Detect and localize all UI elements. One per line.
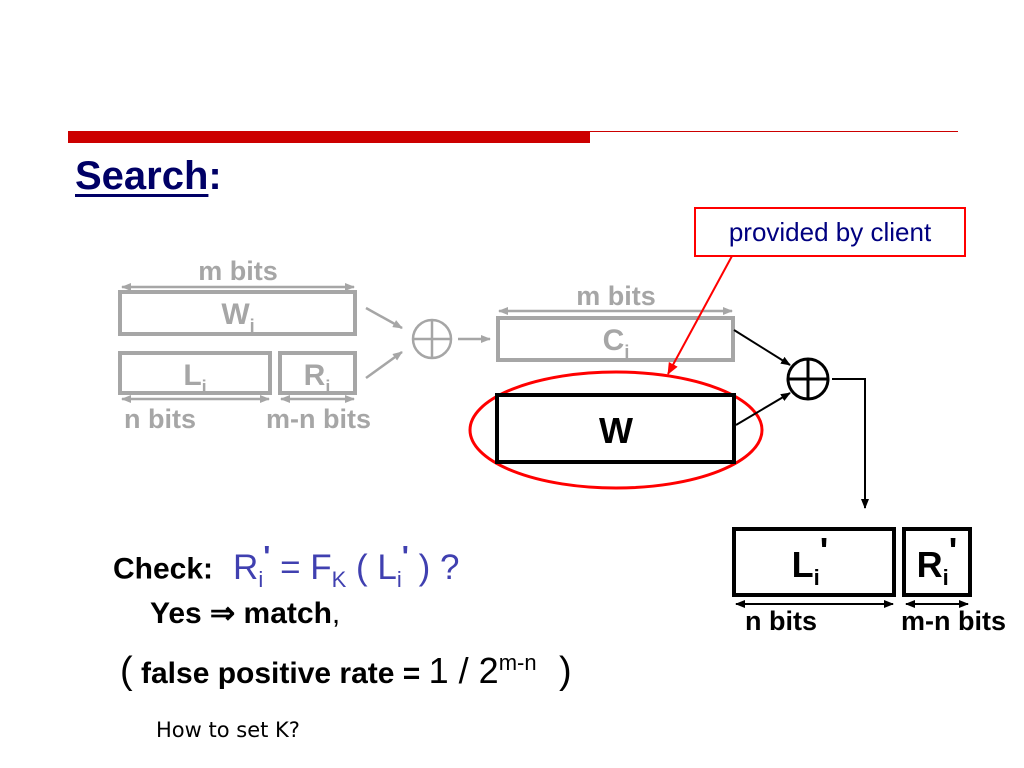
check-line: Check: Ri' = FK ( Li' ) ? <box>113 540 460 593</box>
callout-label: provided by client <box>729 217 932 247</box>
r-i-label: Ri <box>304 359 331 397</box>
fp-open-paren: ( <box>120 650 133 692</box>
yes-comma: , <box>331 597 341 630</box>
title-colon: : <box>208 154 222 198</box>
left-mn-bits-label: m-n bits <box>266 404 371 434</box>
w-label: W <box>599 410 633 451</box>
fp-text: false positive rate = <box>141 657 429 690</box>
callout-arrow <box>667 255 733 375</box>
fp-close-paren: ) <box>558 650 572 692</box>
title-rule-thin <box>590 131 958 132</box>
arrow-xor-to-output <box>832 378 869 509</box>
l-i-prime-box <box>732 527 896 597</box>
check-label: Check: <box>113 552 214 586</box>
output-mn-bits-label: m-n bits <box>901 606 1006 636</box>
w-highlight-ellipse <box>468 370 764 490</box>
xor-icon-left <box>411 318 453 360</box>
arrow-c-to-xor <box>733 329 791 366</box>
callout-box <box>694 207 966 257</box>
l-i-box <box>118 351 272 395</box>
xor-icon-right <box>786 357 830 401</box>
output-n-bits-label: n bits <box>745 606 817 636</box>
r-i-prime-box <box>902 527 972 597</box>
middle-m-bits-label: m bits <box>576 281 656 311</box>
c-i-label: Ci <box>603 324 630 362</box>
w-i-label: Wi <box>221 298 254 336</box>
check-formula: Ri' = FK ( Li' ) ? <box>233 540 460 592</box>
left-n-bits-label: n bits <box>124 404 196 434</box>
arrow-lr-to-xor <box>365 350 403 380</box>
yes-match-text: Yes ⇒ match <box>150 597 332 630</box>
w-box <box>495 393 736 464</box>
title-word: Search <box>75 154 209 198</box>
r-i-prime-label: Ri' <box>917 530 958 590</box>
w-i-box <box>118 290 357 336</box>
r-i-box <box>278 351 357 395</box>
fp-value: 1 / 2m-n <box>428 650 537 691</box>
false-positive-line: ( false positive rate = 1 / 2m-n ) <box>120 650 572 693</box>
left-m-bits-label: m bits <box>198 256 278 286</box>
footnote-question: How to set K? <box>156 718 300 742</box>
arrow-w-to-xor <box>735 392 791 426</box>
arrow-w-to-xor <box>365 306 403 330</box>
title-rule-thick <box>68 131 590 143</box>
yes-match-line: Yes ⇒ match, <box>150 596 340 631</box>
slide-title: Search: <box>75 150 222 202</box>
l-i-label: Li <box>183 359 206 397</box>
l-i-prime-label: Li' <box>792 530 829 590</box>
